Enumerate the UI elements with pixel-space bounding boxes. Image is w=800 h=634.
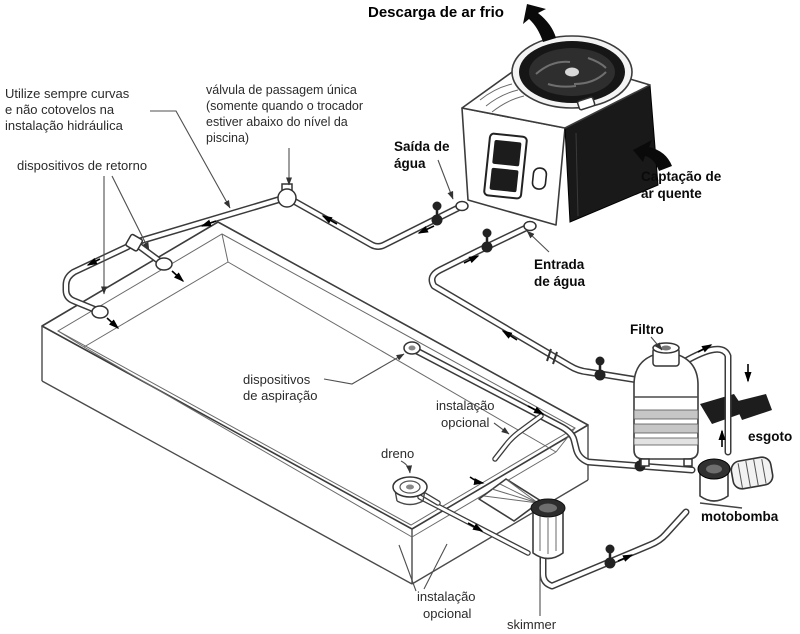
- leader-inst-opc-inf-1: [423, 543, 448, 590]
- flow-arrow: [321, 215, 338, 225]
- cold-air-discharge-arrow: [523, 4, 556, 42]
- flow-arrow: [617, 554, 634, 562]
- label-inst-opc-inf-line2: opcional: [423, 606, 472, 621]
- water-outlet-port: [455, 200, 469, 212]
- heat-pump: [455, 35, 659, 232]
- union-fitting: [546, 348, 558, 365]
- pool-inner-rim: [56, 233, 577, 526]
- label-descarga-ar-frio: Descarga de ar frio: [368, 4, 504, 21]
- label-inst-opc-inf-line1: instalação: [417, 589, 476, 604]
- leader-lines: [101, 110, 663, 616]
- label-valvula-line2: (somente quando o trocador: [206, 99, 363, 113]
- check-valve: [277, 183, 297, 208]
- label-skimmer: skimmer: [507, 617, 557, 632]
- label-saida-line2: água: [394, 156, 426, 171]
- label-valvula-line3: estiver abaixo do nível da: [206, 115, 348, 129]
- pump-motor: [730, 456, 774, 490]
- waste-splash: [700, 394, 746, 424]
- suction-fitting-core: [408, 345, 416, 351]
- label-valvula-line4: piscina): [206, 131, 249, 145]
- leader-retorno-2: [111, 175, 150, 251]
- main-drain: [392, 476, 441, 506]
- return-tee-fitting: [125, 233, 144, 252]
- leader-entrada: [526, 230, 550, 253]
- pool-bottom-front-right: [411, 479, 589, 585]
- label-entrada-line2: de água: [534, 274, 586, 289]
- flow-arrow: [200, 219, 217, 227]
- label-captacao-line2: ar quente: [641, 186, 702, 201]
- label-filtro: Filtro: [630, 322, 664, 337]
- pump-base: [699, 502, 743, 509]
- label-utilize-line1: Utilize sempre curvas: [5, 86, 130, 101]
- gate-valve: [594, 356, 606, 381]
- flow-arrow: [501, 330, 518, 341]
- label-dispositivos-retorno: dispositivos de retorno: [17, 158, 147, 173]
- skimmer-inflow-arrow: [469, 476, 485, 485]
- label-captacao-line1: Captação de: [641, 169, 722, 184]
- label-esgoto: esgoto: [748, 429, 792, 444]
- return-outlet-1: [155, 257, 173, 271]
- label-valvula-line1: válvula de passagem única: [206, 83, 357, 97]
- flow-arrow: [697, 344, 713, 353]
- filter-leg: [640, 458, 650, 467]
- leader-utilize: [150, 110, 231, 209]
- label-entrada-line1: Entrada: [534, 257, 585, 272]
- heat-pump-latch: [576, 96, 596, 111]
- leader-inst-opc-inf-2: [398, 544, 417, 592]
- leader-aspiracao: [323, 353, 405, 385]
- filter-leg: [683, 458, 693, 467]
- inlet-network: [403, 222, 696, 590]
- leader-saida: [437, 159, 454, 200]
- return-line: [62, 183, 466, 330]
- label-inst-opc-sup-line1: instalação: [436, 398, 495, 413]
- gate-valve: [481, 228, 493, 253]
- gate-valve: [604, 544, 616, 569]
- return-flow-arrow-2: [106, 317, 120, 330]
- label-utilize-line2: e não cotovelos na: [5, 102, 115, 117]
- flow-arrow: [417, 225, 435, 234]
- side-button: [531, 167, 548, 190]
- hot-air-intake-arrow: [633, 140, 672, 171]
- control-panel: [483, 132, 528, 200]
- filter-tank: [633, 342, 699, 467]
- flow-arrow: [527, 405, 545, 415]
- label-dreno: dreno: [381, 446, 414, 461]
- water-inlet-port: [523, 220, 537, 232]
- waste-splash: [734, 394, 772, 420]
- label-inst-opc-sup-line2: opcional: [441, 415, 490, 430]
- pump: [697, 456, 774, 509]
- heat-pump-vents: [479, 83, 525, 113]
- gate-valve: [431, 201, 443, 226]
- label-aspiracao-line1: dispositivos: [243, 372, 311, 387]
- label-saida-line1: Saída de: [394, 139, 450, 154]
- pool: [41, 221, 589, 585]
- flow-arrow: [463, 255, 480, 264]
- return-flow-arrow-1: [171, 270, 185, 283]
- label-motobomba: motobomba: [701, 509, 779, 524]
- label-utilize-line3: instalação hidráulica: [5, 118, 124, 133]
- filter-pump-assembly: [633, 342, 774, 509]
- label-aspiracao-line2: de aspiração: [243, 388, 317, 403]
- pool-bottom-front-left: [41, 380, 413, 585]
- leader-inst-opc-sup: [493, 422, 510, 435]
- flow-arrow: [86, 257, 101, 266]
- skimmer-device: [478, 478, 566, 560]
- fan-blade-lines: [535, 57, 607, 88]
- flow-arrow: [467, 522, 484, 532]
- leader-dreno: [400, 460, 413, 474]
- return-outlet-2: [91, 305, 109, 319]
- leader-filtro: [650, 336, 663, 351]
- fan-hub: [565, 67, 579, 77]
